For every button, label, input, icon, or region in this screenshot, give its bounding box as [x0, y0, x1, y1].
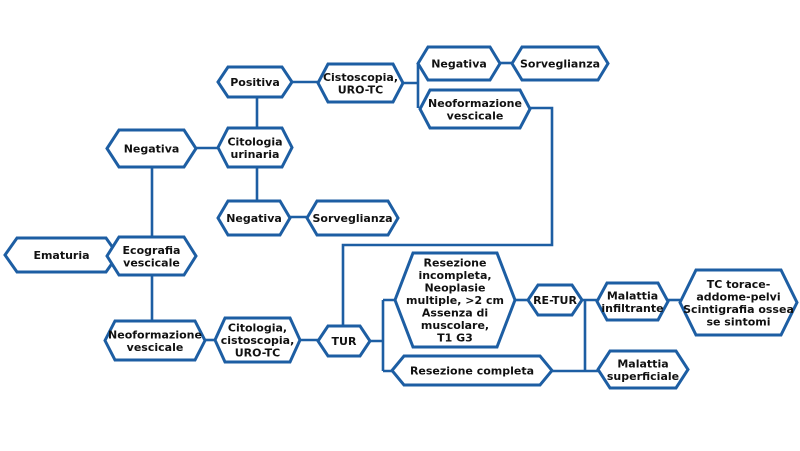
- hexagon-shape: [418, 88, 532, 130]
- node-label-line: Assenza di: [422, 307, 488, 320]
- node-label-line: muscolare,: [421, 319, 489, 332]
- node-positiva: Positiva: [216, 65, 294, 99]
- connector-line: [370, 298, 395, 373]
- node-label-line: Scintigrafia ossea: [683, 303, 794, 316]
- hexagon-shape: [510, 45, 610, 82]
- node-label-line: Sorveglianza: [520, 58, 600, 71]
- hexagon-shape: [678, 268, 799, 337]
- node-label-line: Resezione: [424, 257, 487, 270]
- node-label-line: addome-pelvi: [696, 290, 780, 303]
- node-label-line: Citologia,: [228, 322, 287, 335]
- node-label-line: cistoscopia,: [221, 334, 295, 347]
- hexagon-shape: [216, 65, 294, 99]
- node-sorveglianza-mid: Sorveglianza: [305, 199, 400, 237]
- hexagon-shape: [416, 45, 502, 82]
- node-label-line: TC torace-: [707, 278, 771, 291]
- hexagon-shape: [216, 199, 292, 237]
- node-negativa-top: Negativa: [416, 45, 502, 82]
- node-label-line: Negativa: [226, 212, 282, 225]
- node-label-line: vescicale: [447, 109, 504, 122]
- node-label-line: multiple, >2 cm: [406, 294, 504, 307]
- node-resezione-completa: Resezione completa: [390, 354, 554, 387]
- node-negativa-left: Negativa: [105, 128, 198, 169]
- node-label-line: superficiale: [607, 370, 679, 383]
- hexagon-shape: [103, 319, 207, 362]
- hexagon-shape: [596, 349, 690, 390]
- node-label-line: Ecografia: [123, 244, 181, 257]
- node-label-line: Sorveglianza: [312, 212, 392, 225]
- node-label-line: Malattia: [607, 289, 658, 302]
- node-label-line: T1 G3: [437, 332, 473, 345]
- node-citologia-cistoscopia: Citologia,cistoscopia,URO-TC: [213, 316, 302, 364]
- hexagon-shape: [390, 354, 554, 387]
- node-label-line: infiltrante: [601, 302, 663, 315]
- node-label-line: se sintomi: [706, 315, 770, 328]
- node-negativa-mid: Negativa: [216, 199, 292, 237]
- node-re-tur: RE-TUR: [526, 283, 584, 317]
- hexagon-shape: [526, 283, 584, 317]
- node-cistoscopia-urotc: Cistoscopia,URO-TC: [316, 62, 405, 104]
- hexagon-shape: [316, 62, 405, 104]
- hexagon-shape: [316, 324, 372, 358]
- node-label-line: vescicale: [123, 256, 180, 269]
- connector-line: [403, 63, 420, 108]
- node-label-line: Ematuria: [33, 249, 89, 262]
- node-label-line: Neoformazione: [108, 328, 202, 341]
- node-label-line: Citologia: [227, 135, 282, 148]
- connector-line: [341, 106, 554, 326]
- node-label-line: incompleta,: [418, 269, 491, 282]
- node-label-line: vescicale: [127, 341, 184, 354]
- node-label-line: Positiva: [230, 76, 280, 89]
- node-label-line: Negativa: [124, 143, 180, 156]
- node-label-line: Neoformazione: [428, 97, 522, 110]
- node-label-line: urinaria: [231, 148, 280, 161]
- node-sorveglianza-top: Sorveglianza: [510, 45, 610, 82]
- node-label-line: URO-TC: [338, 83, 383, 96]
- node-tur: TUR: [316, 324, 372, 358]
- node-label-line: URO-TC: [235, 347, 280, 360]
- node-label-line: TUR: [332, 335, 357, 348]
- hexagon-shape: [105, 235, 198, 277]
- connectors: [107, 61, 680, 373]
- node-label-line: Malattia: [617, 357, 668, 370]
- node-ematuria: Ematuria: [3, 236, 120, 274]
- hexagon-shape: [105, 128, 198, 169]
- node-label-line: RE-TUR: [533, 294, 577, 307]
- hexagon-shape: [305, 199, 400, 237]
- hexagon-shape: [393, 251, 517, 349]
- hexagon-shape: [595, 281, 670, 322]
- hexagon-shape: [216, 126, 294, 169]
- node-label-line: Negativa: [431, 58, 487, 71]
- hexagon-shape: [213, 316, 302, 364]
- node-label-line: Resezione completa: [410, 365, 534, 378]
- node-label-line: Neoplasie: [424, 282, 485, 295]
- node-label-line: Cistoscopia,: [323, 71, 398, 84]
- connector-line: [582, 298, 597, 371]
